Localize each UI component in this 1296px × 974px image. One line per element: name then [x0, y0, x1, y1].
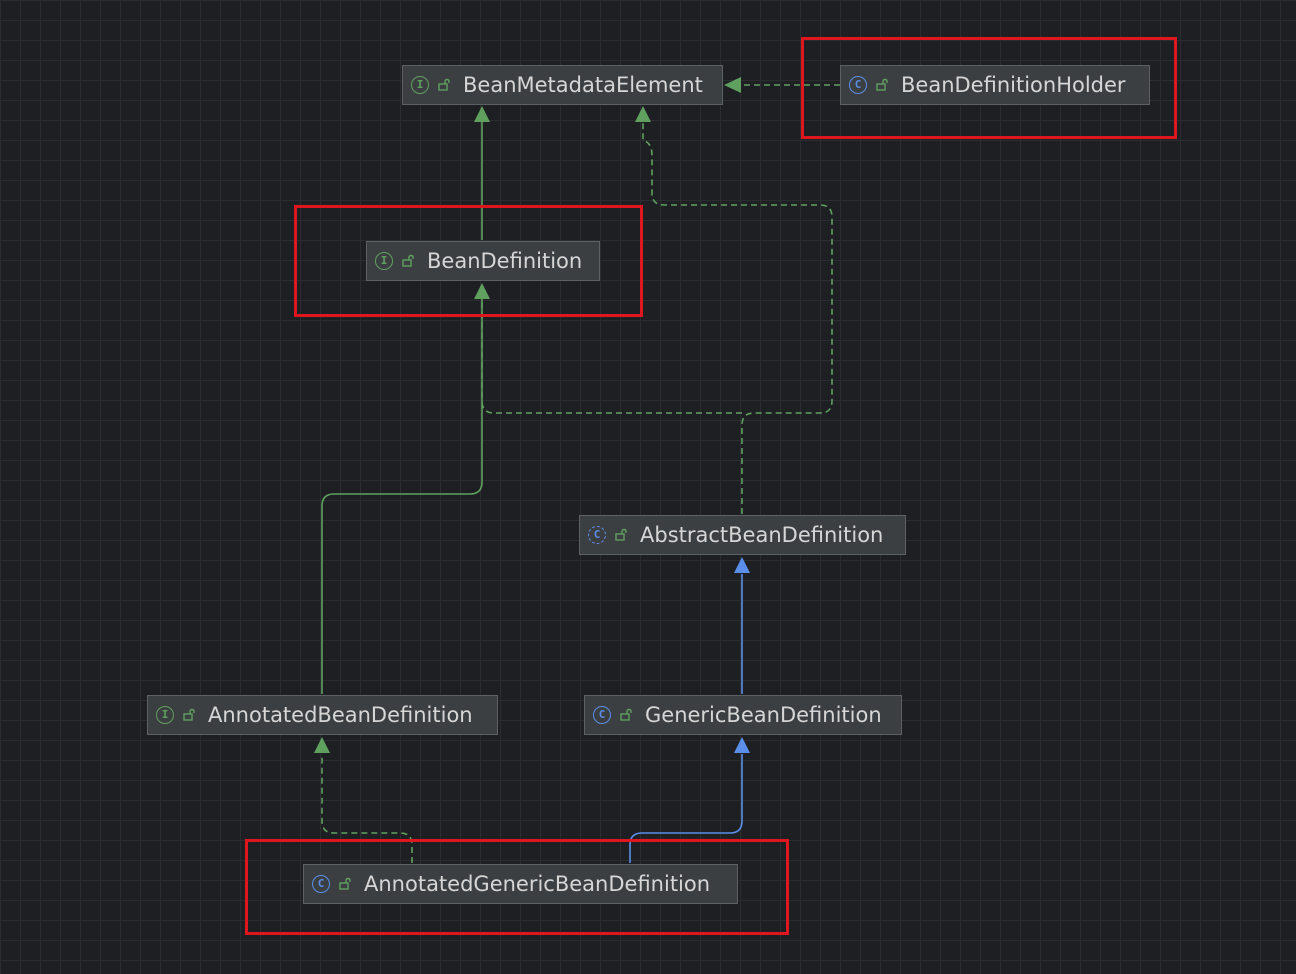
public-visibility-icon: [402, 254, 414, 267]
node-abstract-bean-definition[interactable]: C AbstractBeanDefinition: [579, 515, 906, 555]
edge-abstract-to-metadata: [642, 122, 833, 514]
interface-icon: I: [411, 76, 429, 94]
arrowhead: [474, 106, 490, 122]
class-icon: C: [849, 76, 867, 94]
node-label: AbstractBeanDefinition: [640, 523, 884, 547]
edge-annotated-to-definition: [321, 298, 483, 694]
arrowhead: [734, 737, 750, 753]
arrowhead: [635, 106, 651, 122]
highlight-box-annotated-generic-bean-definition: [245, 839, 789, 935]
class-icon: C: [593, 706, 611, 724]
node-generic-bean-definition[interactable]: C GenericBeanDefinition: [584, 695, 902, 735]
public-visibility-icon: [339, 877, 351, 890]
public-visibility-icon: [620, 708, 632, 721]
abstract-class-icon: C: [588, 526, 606, 544]
public-visibility-icon: [876, 78, 888, 91]
node-label: BeanDefinitionHolder: [901, 73, 1126, 97]
arrowhead: [314, 737, 330, 753]
node-annotated-generic-bean-definition[interactable]: C AnnotatedGenericBeanDefinition: [303, 864, 738, 904]
public-visibility-icon: [438, 78, 450, 91]
node-bean-metadata-element[interactable]: I BeanMetadataElement: [402, 65, 723, 105]
public-visibility-icon: [183, 708, 195, 721]
highlight-box-bean-definition-holder: [801, 37, 1177, 139]
interface-icon: I: [156, 706, 174, 724]
highlight-box-bean-definition: [294, 205, 643, 317]
node-label: BeanDefinition: [427, 249, 583, 273]
public-visibility-icon: [615, 528, 627, 541]
node-label: AnnotatedBeanDefinition: [208, 703, 473, 727]
arrowhead: [474, 283, 490, 299]
node-label: BeanMetadataElement: [463, 73, 703, 97]
node-bean-definition-holder[interactable]: C BeanDefinitionHolder: [840, 65, 1150, 105]
node-label: GenericBeanDefinition: [645, 703, 882, 727]
class-icon: C: [312, 875, 330, 893]
interface-icon: I: [375, 252, 393, 270]
arrowhead: [724, 77, 741, 93]
node-bean-definition[interactable]: I BeanDefinition: [366, 241, 600, 281]
node-annotated-bean-definition[interactable]: I AnnotatedBeanDefinition: [147, 695, 498, 735]
node-label: AnnotatedGenericBeanDefinition: [364, 872, 711, 896]
arrowhead: [734, 557, 750, 573]
